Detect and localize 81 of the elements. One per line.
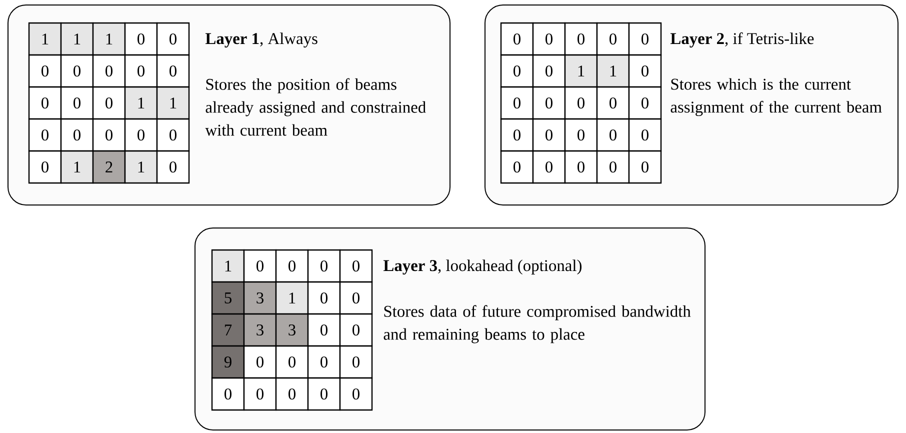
grid-cell: 0 [307,281,341,315]
grid-cell: 0 [500,22,534,56]
grid-cell: 0 [628,86,662,120]
grid-cell: 0 [124,54,158,88]
grid-cell: 0 [60,118,94,152]
grid-cell: 0 [307,249,341,283]
grid-cell: 3 [243,281,277,315]
grid-cell: 0 [275,345,309,379]
grid-cell: 0 [28,118,62,152]
grid-cell: 0 [532,22,566,56]
panel-heading: Layer 3, lookahead (optional) [383,260,582,275]
panel-heading: Layer 1, Always [206,32,318,48]
panel-description: Stores data of future compromised bandwidth and remaining beams to place [384,305,691,344]
grid-cell: 0 [60,54,94,88]
grid-cell: 0 [307,377,341,411]
grid-cell: 0 [156,150,190,184]
grid-cell: 0 [275,249,309,283]
grid-cell: 5 [211,281,245,315]
grid-cell: 0 [500,118,534,152]
grid-cell: 0 [500,150,534,184]
grid-cell: 7 [211,313,245,347]
grid-cell: 1 [60,150,94,184]
grid-cell: 0 [339,377,373,411]
grid-cell: 1 [596,54,630,88]
grid-cell: 0 [500,54,534,88]
grid-cell: 0 [339,281,373,315]
grid-cell: 0 [243,345,277,379]
grid-cell: 0 [156,22,190,56]
grid-cell: 0 [339,313,373,347]
grid-cell: 0 [28,54,62,88]
grid-cell: 0 [60,86,94,120]
grid-cell: 1 [92,22,126,56]
grid-cell: 0 [564,150,598,184]
grid-cell: 0 [628,150,662,184]
grid-cell: 0 [92,54,126,88]
grid-cell: 1 [156,86,190,120]
panel-description: Stores the position of beams already assigned and constrained with current beam [205,78,426,136]
grid-cell: 1 [564,54,598,88]
grid-cell: 1 [124,86,158,120]
grid-cell: 0 [628,54,662,88]
grid-cell: 1 [275,281,309,315]
grid-cell: 0 [564,118,598,152]
grid-cell: 0 [92,86,126,120]
grid-cell: 2 [92,150,126,184]
grid-cell: 0 [339,345,373,379]
grid-cell: 0 [564,86,598,120]
grid-cell: 1 [124,150,158,184]
grid-cell: 1 [60,22,94,56]
grid-cell: 0 [124,22,158,56]
grid-cell: 0 [243,377,277,411]
grid-cell: 0 [275,377,309,411]
grid-cell: 9 [211,345,245,379]
grid-cell: 0 [156,118,190,152]
grid-cell: 0 [243,249,277,283]
grid-cell: 0 [92,118,126,152]
grid-cell: 0 [596,150,630,184]
grid-cell: 0 [156,54,190,88]
grid-cell: 0 [596,86,630,120]
grid-cell: 3 [275,313,309,347]
grid-cell: 0 [628,22,662,56]
grid-cell: 0 [211,377,245,411]
grid-cell: 0 [596,118,630,152]
grid-cell: 1 [28,22,62,56]
grid-cell: 0 [564,22,598,56]
grid-cell: 1 [211,249,245,283]
grid-cell: 0 [500,86,534,120]
grid-cell: 0 [339,249,373,283]
grid-cell: 0 [596,22,630,56]
panel-heading: Layer 2, if Tetris-like [670,32,814,48]
grid-cell: 0 [28,86,62,120]
grid-cell: 0 [532,54,566,88]
grid-cell: 0 [307,313,341,347]
grid-cell: 0 [532,86,566,120]
panel-description: Stores which is the current assignment of the current beam [670,78,882,116]
grid-cell: 0 [307,345,341,379]
grid-cell: 0 [532,150,566,184]
grid-cell: 0 [28,150,62,184]
grid-cell: 3 [243,313,277,347]
grid-cell: 0 [124,118,158,152]
grid-cell: 0 [532,118,566,152]
grid-cell: 0 [628,118,662,152]
